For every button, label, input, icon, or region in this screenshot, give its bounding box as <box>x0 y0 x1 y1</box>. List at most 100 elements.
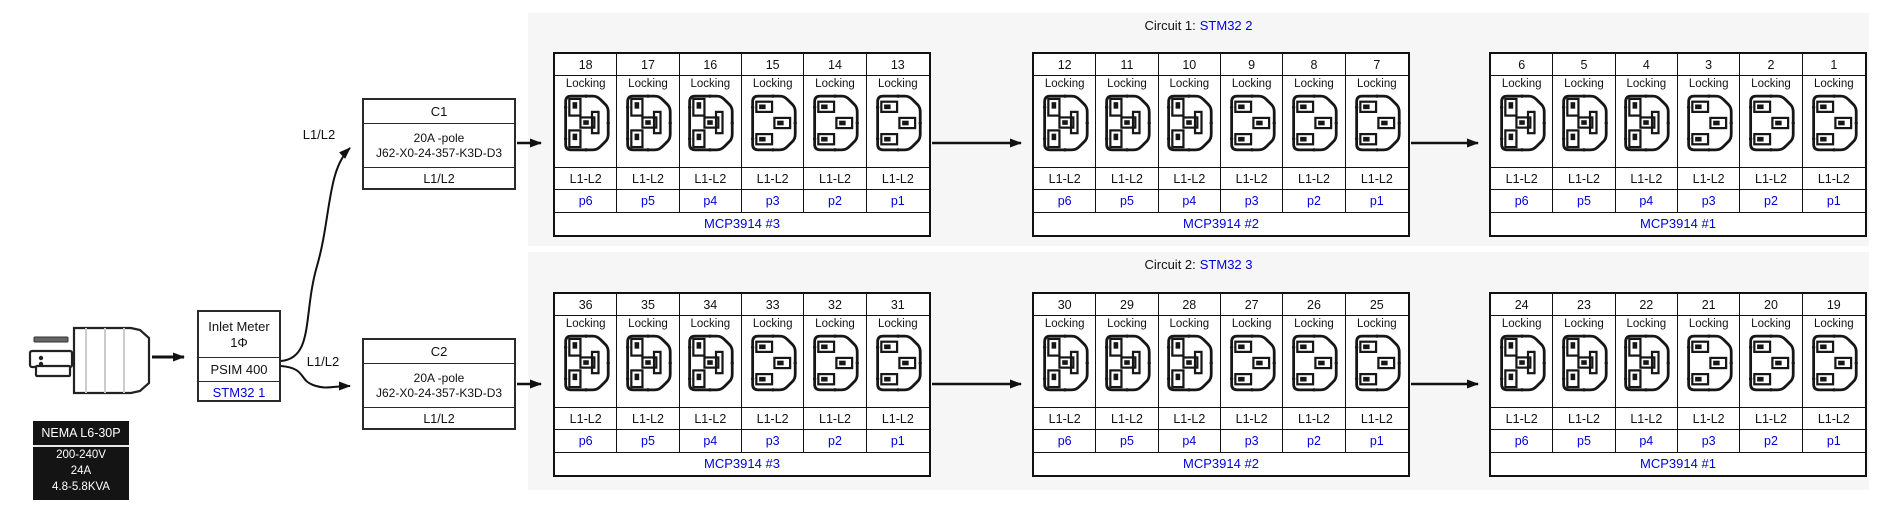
outlet-cell: Locking <box>1283 316 1346 408</box>
outlet-number: 10 <box>1158 54 1221 76</box>
breaker-c2-part: 20A -pole J62-X0-24-357-K3D-D3 <box>364 363 514 407</box>
outlet-adc-channel: p1 <box>1369 434 1384 448</box>
outlet-type-label: Locking <box>1169 78 1210 90</box>
outlet-phase-pair: L1-L2 <box>741 408 805 430</box>
outlet-phase-pair: L1-L2 <box>679 168 742 190</box>
outlet-icon <box>1291 94 1338 152</box>
outlet-number: 22 <box>1615 294 1678 316</box>
outlet-number: 26 <box>1283 294 1346 316</box>
outlet-number: 4 <box>1615 54 1678 76</box>
outlet-adc-channel: p6 <box>1034 190 1097 212</box>
outlet-cell: Locking <box>1615 76 1678 168</box>
locking-outlet-icon <box>688 94 735 152</box>
locking-outlet-icon <box>1624 334 1671 392</box>
circuit-1-mcu-link[interactable]: STM32 2 <box>1199 18 1253 33</box>
outlet-cell: Locking <box>679 76 742 168</box>
nema-voltage: 200-240V <box>56 449 106 461</box>
outlet-number: 7 <box>1345 54 1408 76</box>
outlet-cell: Locking <box>1283 76 1346 168</box>
outlet-type-label: Locking <box>1814 78 1854 90</box>
outlet-icon <box>1748 334 1795 392</box>
outlet-phase-pair: L1-L2 <box>1802 408 1865 430</box>
outlet-cell: Locking <box>866 76 929 168</box>
outlet-type-label: Locking <box>690 78 731 90</box>
outlet-number: 31 <box>866 294 929 316</box>
outlet-type-label: Locking <box>1814 318 1854 330</box>
outlet-adc-channel: p2 <box>1740 430 1803 452</box>
outlet-cell: Locking <box>1096 316 1159 408</box>
outlet-number: 12 <box>1034 54 1097 76</box>
outlet-number: 30 <box>1034 294 1097 316</box>
outlet-adc-channel: p5 <box>1096 430 1159 452</box>
outlet-type-label: Locking <box>1688 78 1729 90</box>
outlet-cell: Locking <box>617 76 680 168</box>
inlet-meter-mcu-link[interactable]: STM32 1 <box>199 381 279 402</box>
inlet-meter-phase: 1Φ <box>230 334 248 350</box>
outlet-cell: Locking <box>1740 76 1803 168</box>
outlet-icon <box>750 94 797 152</box>
outlet-type-label: Locking <box>1501 78 1542 90</box>
outlet-adc-channel: p4 <box>680 190 742 212</box>
locking-outlet-icon <box>1167 94 1214 152</box>
outlet-icon <box>875 94 922 152</box>
locking-outlet-icon <box>1104 334 1151 392</box>
outlet-adc-channel: p5 <box>1096 190 1159 212</box>
outlet-type-label: Locking <box>1169 318 1210 330</box>
breaker-c1-id: C1 <box>430 104 448 119</box>
outlet-cell: Locking <box>679 316 742 408</box>
outlet-adc-channel: p4 <box>1159 430 1221 452</box>
outlet-type-label: Locking <box>628 78 668 90</box>
outlet-type-label: Locking <box>1294 318 1334 330</box>
outlet-number: 23 <box>1553 294 1616 316</box>
outlet-phase-pair: L1-L2 <box>1096 168 1159 190</box>
outlet-type-label: Locking <box>1564 78 1604 90</box>
outlet-adc-channel: p3 <box>742 430 805 452</box>
adc-label: MCP3914 #2 <box>1034 452 1408 475</box>
breaker-c2-box: C2 20A -pole J62-X0-24-357-K3D-D3 L1/L2 <box>362 338 516 430</box>
outlet-type-label: Locking <box>815 318 855 330</box>
outlet-adc-channel: p1 <box>890 434 905 448</box>
outlet-adc-channel: p4 <box>1616 190 1678 212</box>
adc-label: MCP3914 #1 <box>1491 212 1865 235</box>
outlet-phase-pair: L1-L2 <box>1220 408 1284 430</box>
outlet-cell: Locking <box>1220 76 1284 168</box>
outlet-phase-pair: L1-L2 <box>804 408 867 430</box>
outlet-phase-pair: L1-L2 <box>555 408 618 430</box>
outlet-type-label: Locking <box>628 318 668 330</box>
feeder-label-c2: L1/L2 <box>306 354 340 369</box>
outlet-phase-pair: L1-L2 <box>1096 408 1159 430</box>
locking-outlet-icon <box>1042 334 1089 392</box>
outlet-number: 14 <box>804 54 867 76</box>
outlet-cell: Locking <box>1740 316 1803 408</box>
outlet-cell: Locking <box>555 316 618 408</box>
outlet-adc-channel: p3 <box>742 190 805 212</box>
outlet-icon <box>1291 334 1338 392</box>
outlet-adc-channel: p5 <box>617 190 680 212</box>
locking-outlet-icon <box>625 94 672 152</box>
outlet-type-label: Locking <box>1044 78 1085 90</box>
outlet-cell: Locking <box>1034 76 1097 168</box>
locking-outlet-icon <box>1042 94 1089 152</box>
locking-outlet-icon <box>1561 334 1608 392</box>
adc-label: MCP3914 #1 <box>1491 452 1865 475</box>
outlet-type-label: Locking <box>878 318 918 330</box>
outlet-adc-channel: p2 <box>804 190 867 212</box>
outlet-phase-pair: L1-L2 <box>1158 408 1221 430</box>
outlet-type-label: Locking <box>1231 78 1272 90</box>
nema-rating-label: NEMA L6-30P 200-240V 24A 4.8-5.8KVA <box>33 421 129 500</box>
outlet-adc-channel: p3 <box>1678 190 1741 212</box>
outlet-cell: Locking <box>1158 316 1221 408</box>
breaker-c1-lines: L1/L2 <box>364 167 514 190</box>
circuit-2-mcu-link[interactable]: STM32 3 <box>1199 257 1253 272</box>
locking-outlet-icon <box>1561 94 1608 152</box>
outlet-number: 13 <box>866 54 929 76</box>
outlet-type-label: Locking <box>690 318 731 330</box>
locking-outlet-icon <box>1167 334 1214 392</box>
outlet-cell: Locking <box>804 76 867 168</box>
inlet-to-c1-wire <box>280 147 351 362</box>
outlet-adc-channel: p1 <box>1826 194 1841 208</box>
outlet-cell: Locking <box>1220 316 1284 408</box>
